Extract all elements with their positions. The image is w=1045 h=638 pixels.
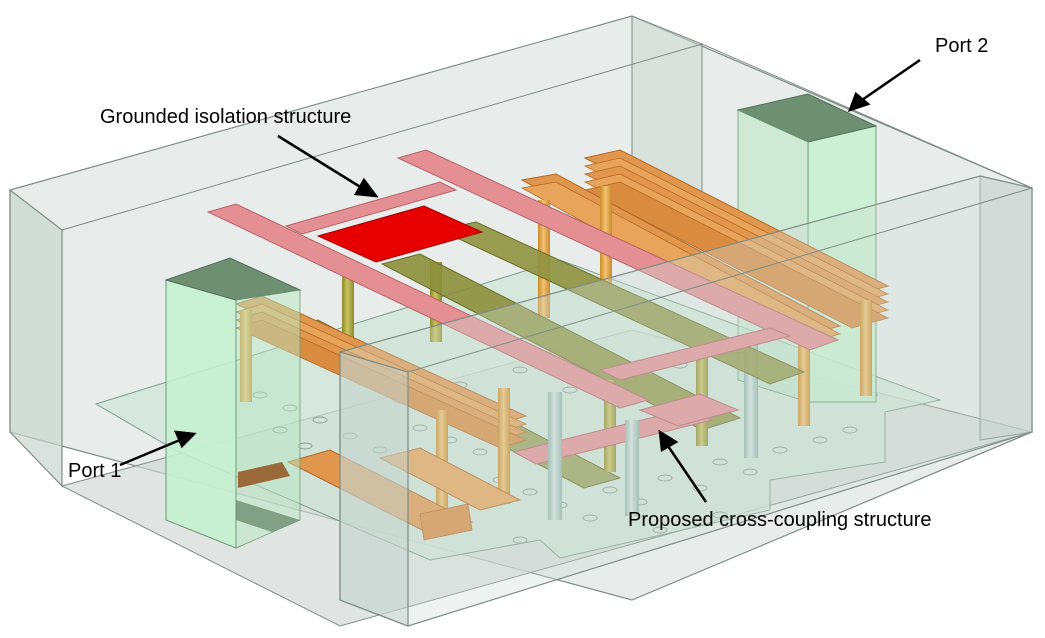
enclosure-left-wall bbox=[9, 188, 63, 488]
post bbox=[625, 420, 639, 516]
arrow-isolation bbox=[277, 134, 363, 190]
arrow-port1 bbox=[119, 438, 181, 467]
label-grounded-isolation: Grounded isolation structure bbox=[100, 106, 352, 128]
isolation-pad bbox=[316, 205, 484, 263]
label-port-2: Port 2 bbox=[935, 35, 989, 57]
port-1-block bbox=[164, 257, 302, 549]
arrow-cross-head bbox=[658, 429, 679, 453]
post bbox=[498, 388, 510, 504]
post bbox=[548, 392, 562, 520]
port-1-face bbox=[165, 279, 237, 549]
enclosure-front bbox=[339, 175, 1033, 627]
arrow-cross bbox=[666, 445, 708, 503]
post bbox=[860, 300, 872, 396]
arrow-isolation-head bbox=[353, 177, 379, 198]
post bbox=[342, 262, 354, 354]
post bbox=[798, 330, 810, 426]
label-cross-coupling: Proposed cross-coupling structure bbox=[628, 509, 932, 531]
arrow-port1-head bbox=[174, 430, 197, 449]
arrow-port2-head bbox=[847, 91, 871, 113]
arrow-port2 bbox=[861, 58, 921, 102]
annotation-arrows bbox=[119, 58, 921, 503]
label-port-1: Port 1 bbox=[68, 460, 122, 482]
grounded-isolation-structure bbox=[206, 149, 840, 520]
